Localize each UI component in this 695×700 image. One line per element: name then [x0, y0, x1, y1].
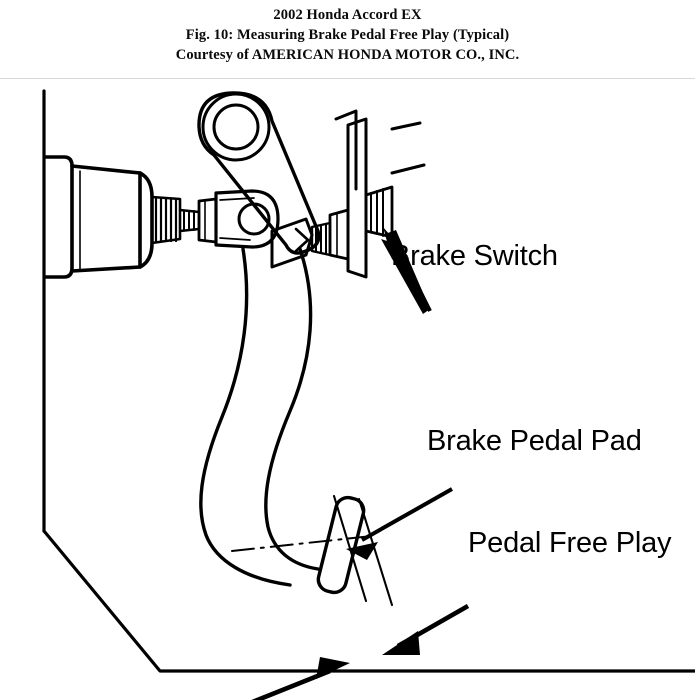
- booster-front-face: [138, 171, 154, 269]
- vehicle-title: 2002 Honda Accord EX: [273, 7, 422, 23]
- pushrod-threads: [154, 197, 178, 243]
- free-play-reference-line-2: [357, 497, 394, 607]
- header-divider: [0, 78, 695, 79]
- rod-threads: [183, 210, 195, 231]
- brake-pedal-pad-leader-line: [361, 487, 453, 542]
- technical-diagram: [0, 79, 695, 700]
- clevis-yoke: [214, 189, 280, 249]
- brake-light-switch-body: [270, 217, 314, 269]
- bracket-lower-arm: [390, 163, 426, 175]
- pedal-free-play-upper-arrowhead: [382, 631, 420, 655]
- pedal-free-play-lower-arrowhead: [316, 657, 350, 679]
- bracket-upper-arm: [390, 121, 422, 131]
- figure-caption: Fig. 10: Measuring Brake Pedal Free Play…: [185, 27, 510, 43]
- pedal-pivot-bore: [212, 103, 260, 151]
- switch-body-notch: [294, 227, 310, 253]
- pedal-arm-inner-edge: [199, 247, 292, 587]
- brake-switch-arrowhead: [383, 227, 408, 259]
- document-header: 2002 Honda Accord EX Fig. 10: Measuring …: [0, 0, 695, 78]
- diagram-canvas: [42, 89, 695, 700]
- callout-label-brake-switch: Brake Switch: [391, 240, 558, 272]
- brake-pedal-pad-arrowhead: [346, 542, 378, 560]
- pedal-pad-centerline: [231, 535, 373, 552]
- switch-bracket-upper-flange: [334, 109, 358, 191]
- callout-label-brake-pedal-pad: Brake Pedal Pad: [427, 425, 642, 457]
- lock-nut: [197, 197, 218, 244]
- switch-adjuster-nut: [328, 208, 350, 261]
- switch-bracket-tab: [364, 185, 394, 239]
- bracket-tab-threads: [370, 188, 384, 237]
- pedal-arm-outer-edge: [264, 247, 320, 571]
- leader-arrows: [251, 227, 470, 700]
- booster-mounting-flange: [44, 155, 74, 279]
- callout-label-pedal-free-play: Pedal Free Play: [468, 527, 672, 559]
- brake-booster-master-cylinder: [70, 164, 142, 273]
- switch-mounting-bracket: [346, 117, 368, 279]
- courtesy-line: Courtesy of AMERICAN HONDA MOTOR CO., IN…: [175, 47, 520, 63]
- floor-pan: [42, 529, 695, 673]
- clevis-bottom-line: [219, 237, 251, 241]
- switch-stem-threads: [315, 223, 327, 255]
- pedal-pivot-boss: [201, 92, 271, 162]
